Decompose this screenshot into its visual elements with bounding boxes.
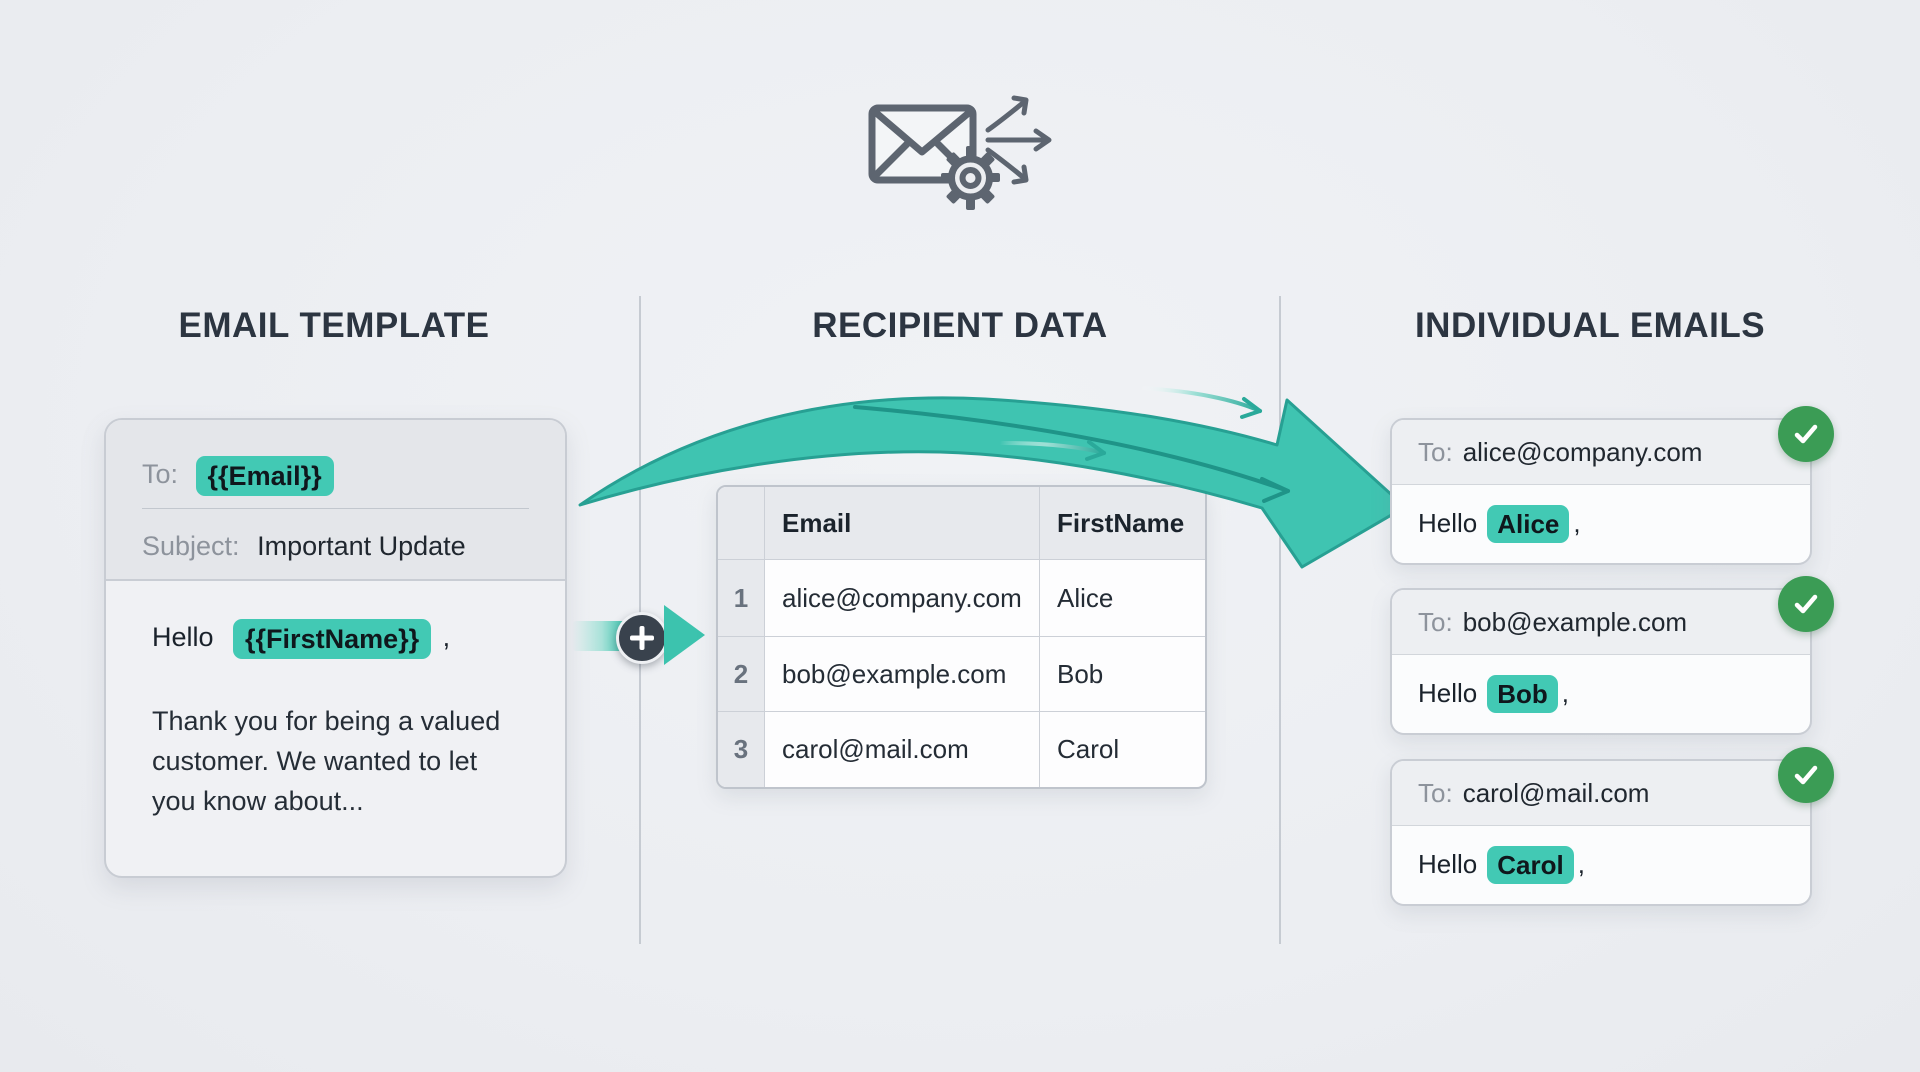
check-icon: [1794, 594, 1818, 614]
email-template-card: To: {{Email}} Subject: Important Update …: [104, 418, 567, 878]
email-card-body: Hello Alice ,: [1418, 484, 1800, 563]
row-number: 2: [718, 637, 765, 712]
motion-arrow-upper: [1138, 386, 1262, 419]
corner-header-cell: [718, 487, 765, 560]
greeting-prefix: Hello: [1418, 678, 1478, 708]
success-badge: [1778, 576, 1834, 632]
right-arrow-icon: [664, 605, 705, 665]
template-body-text: Thank you for being a valued customer. W…: [152, 701, 500, 821]
email-card-header: To: bob@example.com: [1392, 590, 1810, 655]
envelope-gear-fanout-icon: [868, 95, 1052, 210]
success-badge: [1778, 406, 1834, 462]
email-card-header: To: alice@company.com: [1392, 420, 1810, 485]
template-card-header: To: {{Email}} Subject: Important Update: [106, 420, 565, 581]
success-badge: [1778, 747, 1834, 803]
firstname-variable-chip: {{FirstName}}: [233, 618, 432, 659]
section-title-email-template: EMAIL TEMPLATE: [178, 306, 490, 345]
greeting-suffix: ,: [442, 622, 451, 652]
to-address: alice@company.com: [1462, 436, 1703, 467]
greeting-prefix: Hello: [1418, 508, 1478, 538]
subject-label: Subject:: [142, 531, 240, 561]
to-label: To:: [142, 459, 179, 489]
subject-value: Important Update: [257, 531, 466, 561]
individual-email-card: To: bob@example.com Hello Bob ,: [1390, 576, 1834, 735]
greeting-prefix: Hello: [152, 622, 214, 652]
greeting-suffix: ,: [1573, 508, 1581, 538]
section-title-recipient-data: RECIPIENT DATA: [812, 306, 1108, 345]
email-card-body: Hello Carol ,: [1418, 825, 1800, 904]
body-line: customer. We wanted to let: [152, 746, 478, 776]
greeting-suffix: ,: [1577, 849, 1585, 879]
section-title-individual-emails: INDIVIDUAL EMAILS: [1414, 306, 1766, 345]
firstname-cell: Alice: [1040, 560, 1205, 637]
to-label: To:: [1418, 606, 1453, 637]
column-header-email: Email: [765, 487, 1040, 560]
greeting-suffix: ,: [1561, 678, 1570, 708]
email-variable-chip: {{Email}}: [195, 455, 334, 496]
to-address: bob@example.com: [1462, 606, 1688, 637]
plus-icon: [616, 612, 668, 664]
email-cell: bob@example.com: [765, 637, 1040, 712]
header-divider: [142, 508, 529, 509]
template-greeting-row: Hello {{FirstName}} ,: [152, 617, 450, 659]
merged-name-chip: Bob: [1487, 674, 1558, 713]
firstname-cell: Carol: [1057, 734, 1120, 764]
motion-arrow-lower: [998, 440, 1106, 461]
row-number: 1: [718, 560, 765, 637]
row-number: 3: [718, 712, 765, 787]
firstname-cell: Bob: [1040, 637, 1205, 712]
body-line: you know about...: [152, 786, 364, 816]
template-to-row: To: {{Email}}: [142, 454, 334, 496]
email-cell: alice@company.com: [765, 560, 1040, 637]
to-address: carol@mail.com: [1462, 777, 1650, 808]
fanout-arrows-icon: [985, 95, 1052, 185]
email-card-body: Hello Bob ,: [1418, 654, 1800, 733]
merged-name-chip: Carol: [1487, 845, 1574, 884]
check-icon: [1794, 765, 1818, 785]
template-subject-row: Subject: Important Update: [142, 528, 466, 564]
recipient-table: Email FirstName 1 alice@company.com Alic…: [716, 485, 1207, 789]
to-label: To:: [1418, 777, 1453, 808]
check-icon: [1794, 424, 1818, 444]
column-header-firstname: FirstName: [1040, 487, 1205, 560]
individual-email-card: To: alice@company.com Hello Alice ,: [1390, 406, 1834, 565]
section-divider: [1279, 296, 1281, 944]
merged-name-chip: Alice: [1487, 504, 1570, 543]
email-card-header: To: carol@mail.com: [1392, 761, 1810, 826]
individual-email-card: To: carol@mail.com Hello Carol ,: [1390, 747, 1834, 906]
greeting-prefix: Hello: [1418, 849, 1478, 879]
body-line: Thank you for being a valued: [152, 706, 501, 736]
to-label: To:: [1418, 436, 1453, 467]
gear-icon: [941, 146, 1000, 210]
email-cell: carol@mail.com: [765, 712, 1040, 787]
